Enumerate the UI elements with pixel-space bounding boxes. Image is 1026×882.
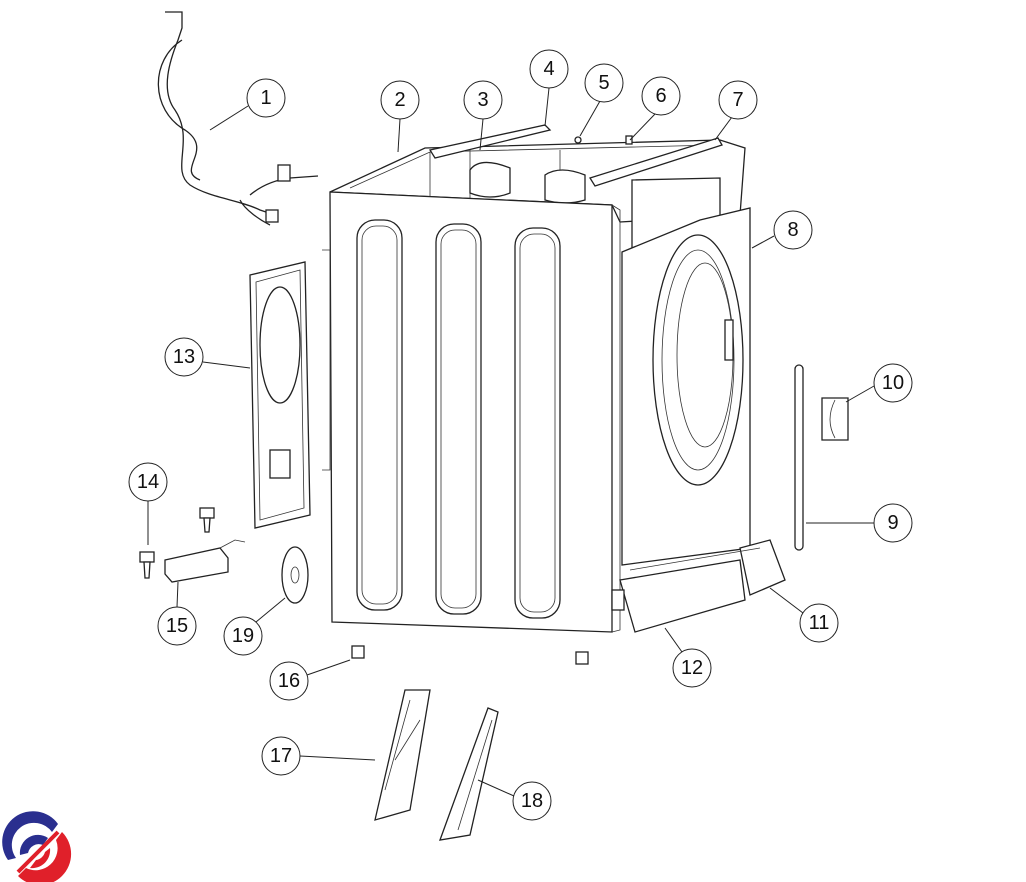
svg-text:19: 19 [232, 625, 254, 647]
screw-part [139, 507, 215, 579]
svg-text:7: 7 [732, 89, 743, 111]
panel-cover-part [439, 707, 499, 841]
svg-text:1: 1 [260, 87, 271, 109]
callout-13: 13 [164, 337, 204, 377]
power-cord-part [157, 11, 319, 226]
callout-10: 10 [873, 363, 913, 403]
plinth-part [611, 539, 786, 633]
svg-text:6: 6 [655, 85, 666, 107]
callout-12: 12 [672, 648, 712, 688]
callout-16: 16 [269, 661, 309, 701]
svg-text:8: 8 [787, 219, 798, 241]
svg-text:12: 12 [681, 657, 703, 679]
control-board-part [374, 689, 431, 821]
callout-7: 7 [718, 80, 758, 120]
callout-8: 8 [773, 210, 813, 250]
foot-part [351, 645, 589, 665]
callout-6: 6 [641, 76, 681, 116]
leader-lines [147, 87, 875, 797]
svg-text:14: 14 [137, 471, 159, 493]
svg-text:2: 2 [394, 89, 405, 111]
bracket-part [821, 397, 849, 441]
callout-4: 4 [529, 49, 569, 89]
svg-text:16: 16 [278, 670, 300, 692]
svg-text:11: 11 [809, 612, 830, 634]
svg-text:3: 3 [477, 89, 488, 111]
svg-text:17: 17 [270, 745, 292, 767]
callout-19: 19 [223, 616, 263, 656]
cabinet-side-panel-part [322, 191, 621, 633]
svg-text:9: 9 [887, 512, 898, 534]
top-frame-part [329, 124, 746, 251]
washer-part [281, 546, 309, 604]
svg-text:10: 10 [882, 372, 904, 394]
svg-text:5: 5 [598, 72, 609, 94]
svg-text:15: 15 [166, 615, 188, 637]
callout-5: 5 [584, 63, 624, 103]
svg-text:18: 18 [521, 790, 543, 812]
callout-14: 14 [128, 462, 168, 502]
callout-2: 2 [380, 80, 420, 120]
callout-15: 15 [157, 606, 197, 646]
callout-3: 3 [463, 80, 503, 120]
tie-rod-part [794, 364, 804, 551]
callout-1: 1 [246, 78, 286, 118]
rear-panel-part [249, 261, 311, 529]
callout-17: 17 [261, 736, 301, 776]
callout-18: 18 [512, 781, 552, 821]
brand-logo-icon [2, 811, 72, 882]
callout-11: 11 [799, 603, 839, 643]
callout-9: 9 [873, 503, 913, 543]
filter-module-part [164, 539, 246, 583]
svg-text:4: 4 [543, 58, 554, 80]
front-panel-part [621, 207, 751, 566]
svg-text:13: 13 [173, 346, 195, 368]
